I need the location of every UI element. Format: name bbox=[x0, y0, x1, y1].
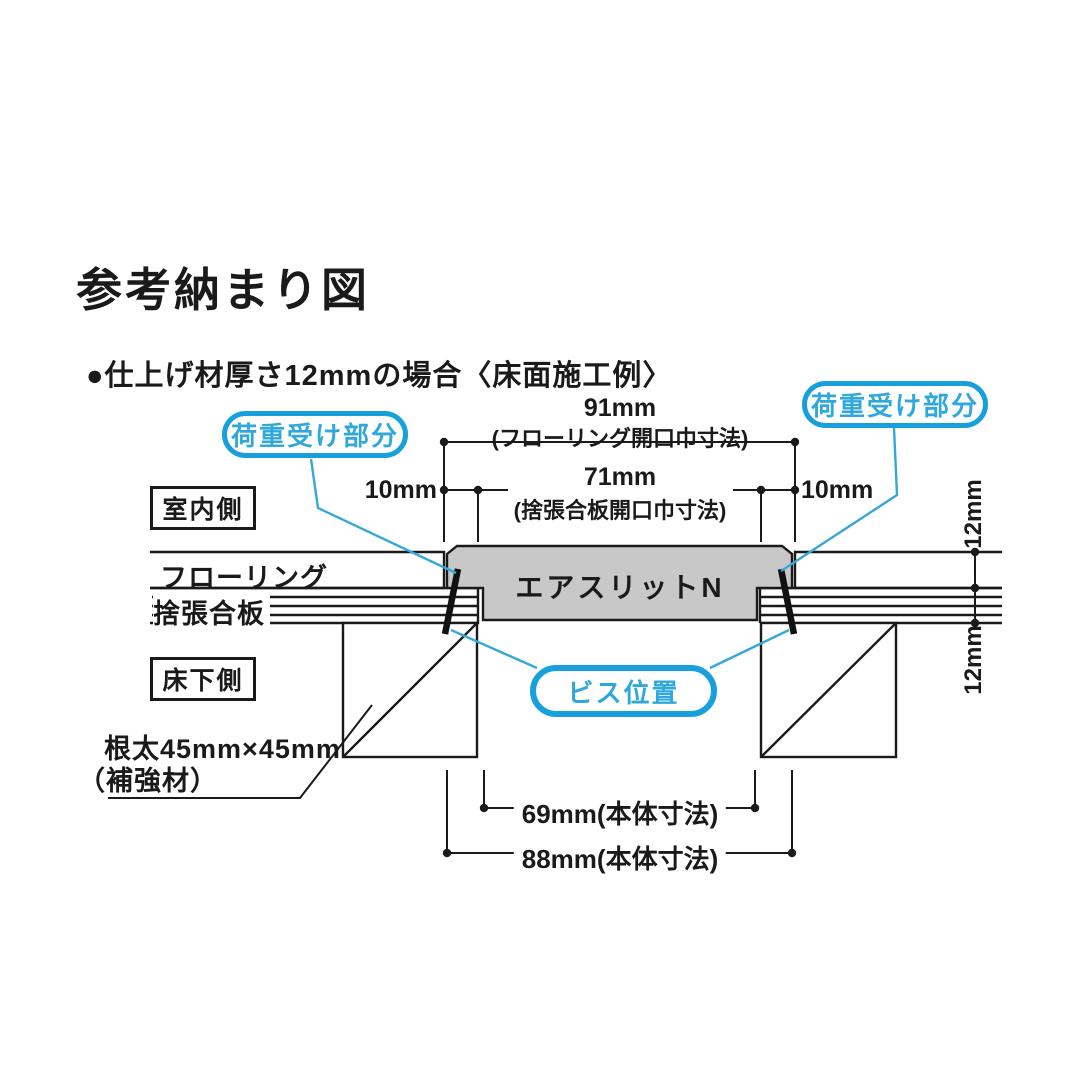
joist-left-diagonal bbox=[342, 622, 478, 758]
dim-plywood-thickness: 12mm bbox=[960, 625, 987, 695]
diagram-subtitle: ●仕上げ材厚さ12mmの場合〈床面施工例〉 bbox=[86, 360, 673, 392]
dim-flooring-opening-caption: (フローリング開口巾寸法) bbox=[491, 426, 749, 451]
dim-flooring-opening-value: 91mm bbox=[583, 394, 657, 422]
dim-plywood-opening-caption: (捨張合板開口巾寸法) bbox=[513, 498, 727, 523]
air-slit-unit-body bbox=[445, 544, 794, 622]
callout-screw-position: ビス位置 bbox=[530, 665, 717, 717]
joist-note-line2: （補強材） bbox=[78, 766, 218, 796]
flooring-right-section bbox=[793, 550, 1002, 590]
leader-screw-left bbox=[450, 628, 538, 670]
dim-91-line bbox=[443, 441, 796, 542]
dim-flooring-thickness: 12mm bbox=[960, 479, 987, 549]
dim-body-width: 69mm(本体寸法) bbox=[513, 794, 727, 831]
screws bbox=[441, 568, 798, 635]
dimension-dots bbox=[439, 437, 980, 858]
joists bbox=[341, 621, 898, 759]
label-underfloor-side: 床下側 bbox=[150, 657, 256, 701]
dim-69-line bbox=[483, 770, 756, 809]
joist-note-line1: 根太45mm×45mm bbox=[104, 734, 341, 764]
label-air-slit-unit: エアスリットN bbox=[515, 572, 725, 603]
page-title: 参考納まり図 bbox=[76, 264, 370, 316]
leader-load-right bbox=[780, 427, 899, 573]
callout-load-bearing-right: 荷重受け部分 bbox=[802, 381, 988, 428]
leader-lines bbox=[309, 427, 899, 670]
screw-right bbox=[777, 568, 798, 635]
dim-plywood-opening-value: 71mm bbox=[583, 463, 657, 491]
dim-88-line bbox=[446, 770, 793, 854]
plywood-left-section bbox=[150, 586, 480, 625]
dim-flange-width: 88mm(本体寸法) bbox=[513, 839, 727, 876]
callout-load-bearing-left: 荷重受け部分 bbox=[222, 411, 408, 458]
joist-right-diagonal bbox=[760, 622, 897, 758]
screw-left bbox=[441, 568, 462, 635]
joist-note-leader bbox=[108, 704, 373, 799]
label-flooring: フローリング bbox=[160, 563, 328, 593]
leader-screw-right bbox=[709, 628, 790, 670]
label-subfloor-plywood: 捨張合板 bbox=[153, 592, 270, 631]
leader-load-left bbox=[309, 458, 457, 575]
plywood-right-section bbox=[758, 586, 1002, 625]
label-indoor-side: 室内側 bbox=[150, 486, 256, 530]
dim-gap-right: 10mm bbox=[801, 476, 874, 504]
dim-gap-left: 10mm bbox=[364, 476, 437, 504]
